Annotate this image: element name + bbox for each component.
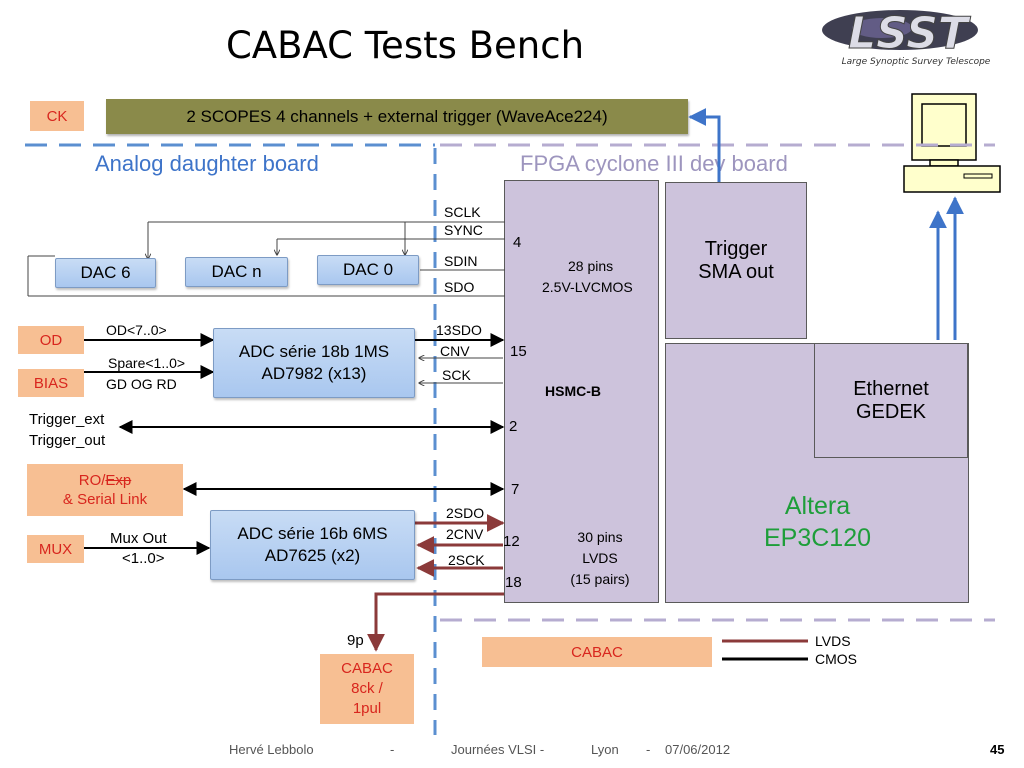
footer-author: Hervé Lebbolo [229, 742, 314, 757]
count-7: 7 [511, 481, 520, 498]
mux-out-label: Mux Out [110, 530, 167, 547]
ro-exp-box: RO/Exp & Serial Link [27, 464, 183, 516]
serial-link-text: & Serial Link [62, 491, 148, 508]
hsmc-connector [504, 180, 659, 603]
od-label: OD [39, 331, 63, 349]
count-15: 15 [510, 343, 527, 360]
adc2-box: ADC série 16b 6MS AD7625 (x2) [210, 510, 415, 580]
analog-board-header: Analog daughter board [95, 151, 319, 176]
cabac-chip-line2: 8ck / [351, 680, 383, 697]
adc1-wires [84, 333, 505, 383]
ethernet-line2: GEDEK [855, 400, 927, 423]
trigger-ext-label: Trigger_ext [29, 411, 105, 428]
footer-date: 07/06/2012 [665, 742, 731, 757]
legend-lvds-label: LVDS [815, 633, 851, 649]
count-2: 2 [509, 418, 518, 435]
cabac-chip-line1: CABAC [341, 660, 393, 677]
cnv2-label: 2CNV [446, 526, 484, 542]
dacn-label: DAC n [211, 262, 262, 281]
dac0-label: DAC 0 [342, 260, 394, 279]
mux-range-label: <1..0> [122, 550, 165, 567]
mux-label: MUX [38, 540, 73, 558]
ethernet-line1: Ethernet [853, 377, 929, 400]
legend-cabac-box: CABAC [482, 637, 712, 667]
count-4: 4 [513, 234, 522, 251]
lsst-logo: LSST Large Synoptic Survey Telescope [812, 4, 1018, 68]
gd-og-rd-label: GD OG RD [106, 376, 177, 392]
sdo2-label: 2SDO [446, 505, 485, 521]
dac-bus [27, 221, 505, 297]
trigger-line1: Trigger [704, 237, 768, 260]
sync-label: SYNC [444, 222, 483, 238]
logo-wordmark: LSST [848, 8, 971, 59]
sck-label: SCK [442, 367, 471, 383]
sck2-label: 2SCK [448, 552, 485, 568]
spare-signal-label: Spare<1..0> [108, 355, 186, 371]
footer-dash2: - [646, 742, 651, 757]
legend-cabac-label: CABAC [571, 643, 623, 661]
od-box: OD [18, 326, 84, 354]
adc2-line1: ADC série 16b 6MS [237, 524, 388, 543]
footer-city: Lyon [591, 742, 619, 757]
mux-box: MUX [27, 535, 84, 563]
pins30-line1: 30 pins [577, 529, 623, 545]
altera-line2: EP3C120 [763, 524, 872, 552]
footer-event: Journées VLSI - [451, 742, 545, 757]
ck-label: CK [30, 101, 84, 131]
count-12: 12 [503, 533, 520, 550]
ethernet-box: Ethernet GEDEK [814, 343, 968, 458]
cabac-chip-box: CABAC 8ck / 1pul [320, 654, 414, 724]
trigger-line2: SMA out [698, 260, 774, 283]
logo-tagline: Large Synoptic Survey Telescope [842, 57, 991, 67]
trigger-sma-box: Trigger SMA out [665, 182, 807, 339]
scopes-box: 2 SCOPES 4 channels + external trigger (… [106, 99, 688, 134]
bias-box: BIAS [18, 369, 84, 397]
trigger-out-label: Trigger_out [29, 432, 106, 449]
altera-label: Altera EP3C120 [740, 490, 895, 554]
legend-lines [722, 639, 808, 661]
sdo-label: SDO [444, 279, 475, 295]
bidirectional-wires [118, 420, 505, 496]
slide-title: CABAC Tests Bench [225, 24, 585, 67]
dacn-box: DAC n [185, 257, 288, 287]
adc1-line2: AD7982 (x13) [261, 364, 367, 383]
pins30-label: 30 pins LVDS (15 pairs) [556, 527, 644, 590]
dac6-label: DAC 6 [80, 263, 131, 282]
pins28-line1: 28 pins [568, 258, 614, 274]
cnv-label: CNV [440, 343, 470, 359]
adc1-box: ADC série 18b 1MS AD7982 (x13) [213, 328, 415, 398]
ro-line1: RO/Exp [79, 471, 132, 490]
legend-cmos-label: CMOS [815, 651, 857, 667]
dac6-box: DAC 6 [55, 258, 156, 288]
pins30-line3: (15 pairs) [570, 571, 630, 587]
adc2-line2: AD7625 (x2) [264, 546, 361, 565]
blue-links [688, 108, 964, 340]
page-number: 45 [990, 742, 1005, 757]
cabac-chip-line3: 1pul [352, 700, 382, 717]
sdo13-label: 13SDO [436, 322, 482, 338]
computer-icon [903, 93, 1001, 193]
count-18: 18 [505, 574, 522, 591]
pins30-line2: LVDS [582, 550, 618, 566]
bias-label: BIAS [33, 374, 69, 392]
exp-text: Exp [105, 472, 132, 489]
nine-pin-label: 9p [347, 632, 364, 649]
hsmc-label: HSMC-B [545, 383, 601, 399]
sdin-label: SDIN [444, 253, 478, 269]
adc1-line1: ADC série 18b 1MS [238, 342, 390, 361]
od-signal-label: OD<7..0> [106, 322, 167, 338]
sclk-label: SCLK [444, 204, 481, 220]
scopes-text: 2 SCOPES 4 channels + external trigger (… [186, 106, 608, 126]
dac0-box: DAC 0 [317, 255, 419, 285]
altera-line1: Altera [784, 492, 851, 520]
pins28-line2: 2.5V-LVCMOS [542, 279, 633, 295]
footer-dash1: - [390, 742, 395, 757]
fpga-board-header: FPGA cyclone III dev board [520, 151, 788, 176]
ck-text: CK [46, 107, 68, 125]
adc2-wires [84, 514, 505, 652]
ro-text: RO/ [78, 472, 106, 489]
